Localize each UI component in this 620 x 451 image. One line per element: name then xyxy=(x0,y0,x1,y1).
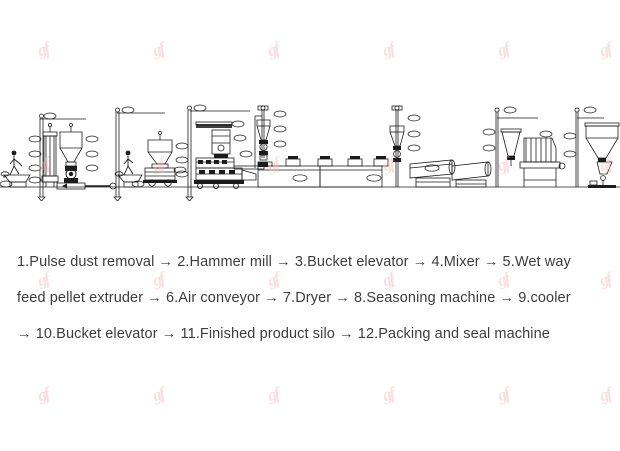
hammer-mill-unit xyxy=(143,131,189,187)
dryer-fan-units xyxy=(285,156,389,167)
caption-line-3: → 10.Bucket elevator → 11.Finished produ… xyxy=(17,326,550,342)
pulse-dust-filter xyxy=(41,122,59,187)
cooler-riser xyxy=(494,106,538,187)
station-silo-packing xyxy=(584,122,620,188)
station-hammer-mill xyxy=(113,106,189,201)
production-line-diagram xyxy=(0,96,620,201)
watermark-0-4: gf xyxy=(495,38,511,61)
operator-figure xyxy=(9,150,23,176)
watermark-0-3: gf xyxy=(380,38,396,61)
intake-hopper xyxy=(0,171,31,188)
packing-seal-machine xyxy=(588,161,616,188)
cooler-cyclone xyxy=(482,128,522,166)
finished-product-silo xyxy=(584,122,620,162)
watermark-0-2: gf xyxy=(265,38,281,61)
cyclone-hopper xyxy=(59,123,83,167)
mixer-unit xyxy=(211,129,247,158)
air-conveyor-riser xyxy=(239,105,287,168)
station-seasoning-machine xyxy=(389,105,492,188)
watermark-3-0: gf xyxy=(35,383,51,406)
caption-line-2: feed pellet extruder → 6.Air conveyor → … xyxy=(17,290,571,306)
caption-line-1: 1.Pulse dust removal → 2.Hammer mill → 3… xyxy=(17,254,571,270)
seasoning-drum-primary xyxy=(409,159,456,188)
watermark-0-1: gf xyxy=(150,38,166,61)
station-dryer xyxy=(257,156,389,188)
operator-figure xyxy=(123,150,134,176)
screw-conveyor xyxy=(56,182,117,190)
watermark-3-2: gf xyxy=(265,383,281,406)
watermark-3-1: gf xyxy=(150,383,166,406)
callout-group xyxy=(0,112,99,188)
seasoning-riser xyxy=(389,105,421,187)
extruder-unit xyxy=(173,157,265,190)
watermark-0-0: gf xyxy=(35,38,51,61)
station-air-conveyor xyxy=(239,105,287,168)
bucket-elevator-second xyxy=(574,106,604,187)
station-cooler xyxy=(482,106,604,187)
feed-trough xyxy=(195,120,245,128)
watermark-3-3: gf xyxy=(380,383,396,406)
station-mixer-extruder xyxy=(173,104,265,201)
support-column xyxy=(113,106,165,201)
bucket-elevator xyxy=(185,104,250,201)
cooler-sieve-unit xyxy=(519,130,577,187)
station-pulse-dust-removal xyxy=(0,112,117,201)
intake-hopper xyxy=(114,171,145,188)
watermark-0-5: gf xyxy=(597,38,613,61)
rotary-feeder xyxy=(64,166,78,183)
flow-caption: 1.Pulse dust removal → 2.Hammer mill → 3… xyxy=(0,244,620,352)
watermark-3-5: gf xyxy=(597,383,613,406)
support-column xyxy=(37,113,86,201)
seasoning-drum-secondary xyxy=(451,161,492,188)
watermark-3-4: gf xyxy=(495,383,511,406)
